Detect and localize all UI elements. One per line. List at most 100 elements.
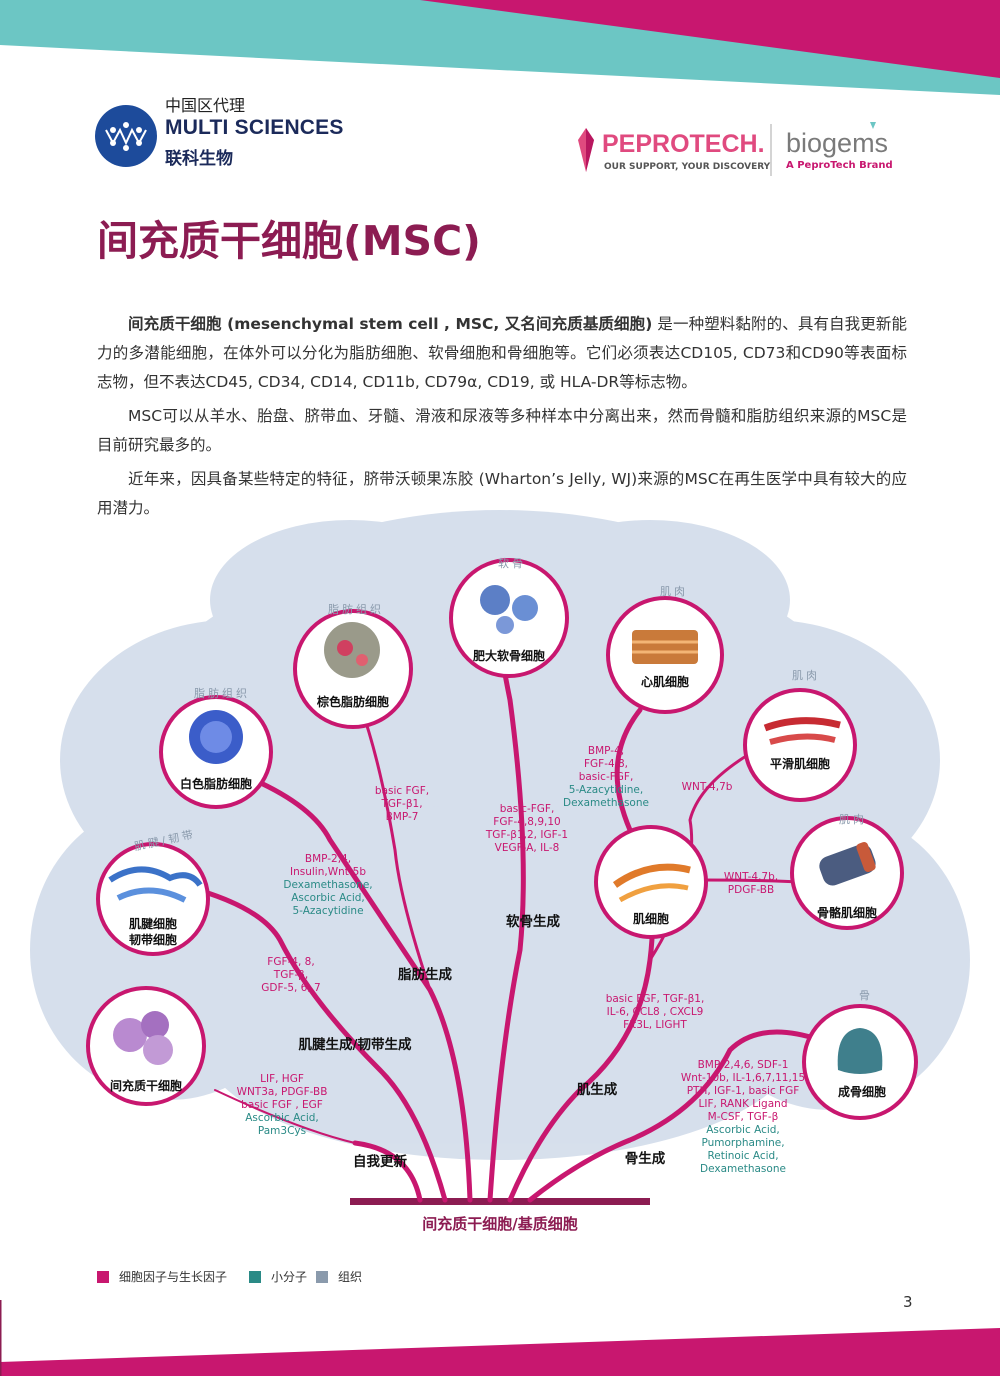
stage-tendon: 肌腱生成/韧带生成 [298,1037,412,1053]
intro-paragraph-3: 近年来，因具备某些特定的特征，脐带沃顿果冻胶 (Wharton’s Jelly,… [97,470,907,517]
factor-item: Ascorbic Acid, [291,892,365,904]
factor-item: WNT-4,7b [681,781,733,793]
legend-item-small-molecule: 小分子 [249,1268,307,1285]
factor-item: Dexamethasone, [283,879,373,891]
factor-item: basic FGF , EGF [241,1099,323,1111]
tendon-cells-image [108,866,203,903]
biogems-name: biogems [786,128,889,158]
msc-cells-image [113,1011,173,1065]
factor-item: WNT-4,7b, [723,871,779,883]
factor-item: FGF-4,8, [583,758,629,770]
tissue-label-bone: 骨 [859,989,873,1002]
cell-label-tendon: 肌腱细胞韧带细胞 [129,916,177,948]
legend-label: 细胞因子与生长因子 [119,1270,228,1284]
cell-label-skeletal-muscle: 骨骼肌细胞 [816,906,878,920]
factor-item: Insulin,Wnt-5b [290,866,366,878]
chondrocyte-image [480,585,538,634]
factor-item: Ascorbic Acid, [706,1124,780,1136]
factor-item: TGF-β1,2, IGF-1 [485,829,569,841]
factor-item: Wnt-10b, IL-1,6,7,11,15 [680,1072,806,1084]
factors-chondro: basic-FGF, FGF-4,8,9,10 TGF-β1,2, IGF-1 … [486,803,568,855]
ms-brand-cn: 联科生物 [165,149,233,169]
page-number: 3 [903,1293,913,1311]
cell-label-smooth-muscle: 平滑肌细胞 [769,757,831,771]
intro-paragraph-1: 间充质干细胞 (mesenchymal stem cell , MSC, 又名间… [97,310,907,397]
legend-label: 小分子 [271,1270,308,1284]
factor-item: BMP-4, [587,745,625,757]
tree-branches [177,637,823,1203]
factor-item: Dexamethasone [563,797,649,809]
white-fat-cell-image [189,710,243,764]
stage-osteo: 骨生成 [624,1151,666,1167]
factors-smooth: WNT-4,7b [682,781,733,794]
factor-item: TGF-β1, [381,798,423,810]
factor-item: LIF, HGF [260,1073,304,1085]
skeletal-muscle-image [819,841,876,886]
cell-label-myocyte: 肌细胞 [632,912,670,926]
stage-adipo: 脂肪生成 [398,967,452,983]
cell-label-osteoblast: 成骨细胞 [837,1085,887,1099]
factor-item: PTH, IGF-1, basic FGF [686,1085,800,1097]
factor-item: Pumorphamine, [701,1137,785,1149]
factor-item: Flt3L, LIGHT [623,1019,687,1031]
factor-item: FGF-4, 8, [267,956,315,968]
factor-item: 5-Azacytidine [292,905,364,917]
bottom-pink-banner [0,1328,1000,1376]
cell-label-brown-fat: 棕色脂肪细胞 [316,695,390,709]
tissue-label-smooth: 肌肉 [792,669,820,682]
legend-swatch-pink [97,1271,109,1283]
legend-swatch-grey [316,1271,328,1283]
factor-item: GDF-5, 6, 7 [261,982,321,994]
factors-cardiac: BMP-4, FGF-4,8, basic-FGF, 5-Azacytidine… [563,745,649,810]
tissue-label-cartilage: 软骨 [498,557,526,570]
factor-item: IL-6, CCL8 , CXCL9 [606,1006,704,1018]
factor-item: BMP-2,4, [304,853,352,865]
factor-item: basic-FGF, [578,771,634,783]
myocyte-image [612,863,691,903]
stage-myo: 肌生成 [576,1082,618,1098]
smooth-muscle-image [763,717,841,745]
factor-item: 5-Azacytidine, [568,784,644,796]
factor-item: basic-FGF, [499,803,555,815]
ms-agent-label: 中国区代理 [165,96,246,115]
cell-label-tendon-2: 韧带细胞 [128,933,178,947]
factors-white-fat: BMP-2,4, Insulin,Wnt-5b Dexamethasone, A… [283,853,372,918]
tissue-label-white-fat: 脂肪组织 [194,687,250,700]
p1-rest: 是一种塑料黏附的、具有自我更新能力的多潜能细胞，在体外可以分化为脂肪细胞、软骨细… [97,315,907,391]
osteoblast-image [837,1028,883,1074]
peprotech-gem-icon [578,128,594,172]
peprotech-tagline: OUR SUPPORT, YOUR DISCOVERY [604,162,771,172]
factors-osteo: BMP-2,4,6, SDF-1 Wnt-10b, IL-1,6,7,11,15… [681,1059,805,1176]
cell-label-cardiomyocyte: 心肌细胞 [640,675,690,689]
legend-item-cytokine: 细胞因子与生长因子 [97,1268,227,1285]
factor-item: Pam3Cys [257,1125,307,1137]
factor-item: BMP-2,4,6, SDF-1 [697,1059,789,1071]
legend-label: 组织 [338,1270,363,1284]
factor-item: Ascorbic Acid, [245,1112,319,1124]
factor-item: M-CSF, TGF-β [707,1111,779,1123]
ms-brand-name: MULTI SCIENCES [165,116,344,139]
legend-item-tissue: 组织 [316,1268,362,1285]
legend-swatch-teal [249,1271,261,1283]
brown-fat-cell-image [324,622,380,678]
cell-label-white-fat: 白色脂肪细胞 [179,777,253,791]
factor-item: Retinoic Acid, [707,1150,779,1162]
factor-item: FGF-4,8,9,10 [493,816,561,828]
top-pink-banner [120,0,1000,78]
ms-logo-icon [95,105,157,167]
tissue-label-brown-fat: 脂肪组织 [328,603,384,616]
biogems-tagline: A PeproTech Brand [786,160,893,171]
stage-self-renewal: 自我更新 [353,1154,407,1170]
factor-item: BMP-7 [385,811,419,823]
p1-bold: 间充质干细胞 (mesenchymal stem cell , MSC, 又名间… [128,315,653,333]
tree-base-label: 间充质干细胞/基质细胞 [422,1215,578,1233]
factors-self-renewal: LIF, HGF WNT3a, PDGF-BB basic FGF , EGF … [237,1073,328,1138]
factor-item: LIF, RANK Ligand [698,1098,788,1110]
tree-base-bar [350,1198,650,1205]
stage-chondro: 软骨生成 [506,914,560,930]
intro-paragraph-2: MSC可以从羊水、胎盘、脐带血、牙髓、滑液和尿液等多种样本中分离出来，然而骨髓和… [97,407,907,454]
tissue-label-cardiac: 肌肉 [660,585,688,598]
factors-skeletal: WNT-4,7b, PDGF-BB [724,871,778,897]
cell-label-tendon-1: 肌腱细胞 [128,917,178,931]
cell-label-msc: 间充质干细胞 [109,1079,183,1093]
